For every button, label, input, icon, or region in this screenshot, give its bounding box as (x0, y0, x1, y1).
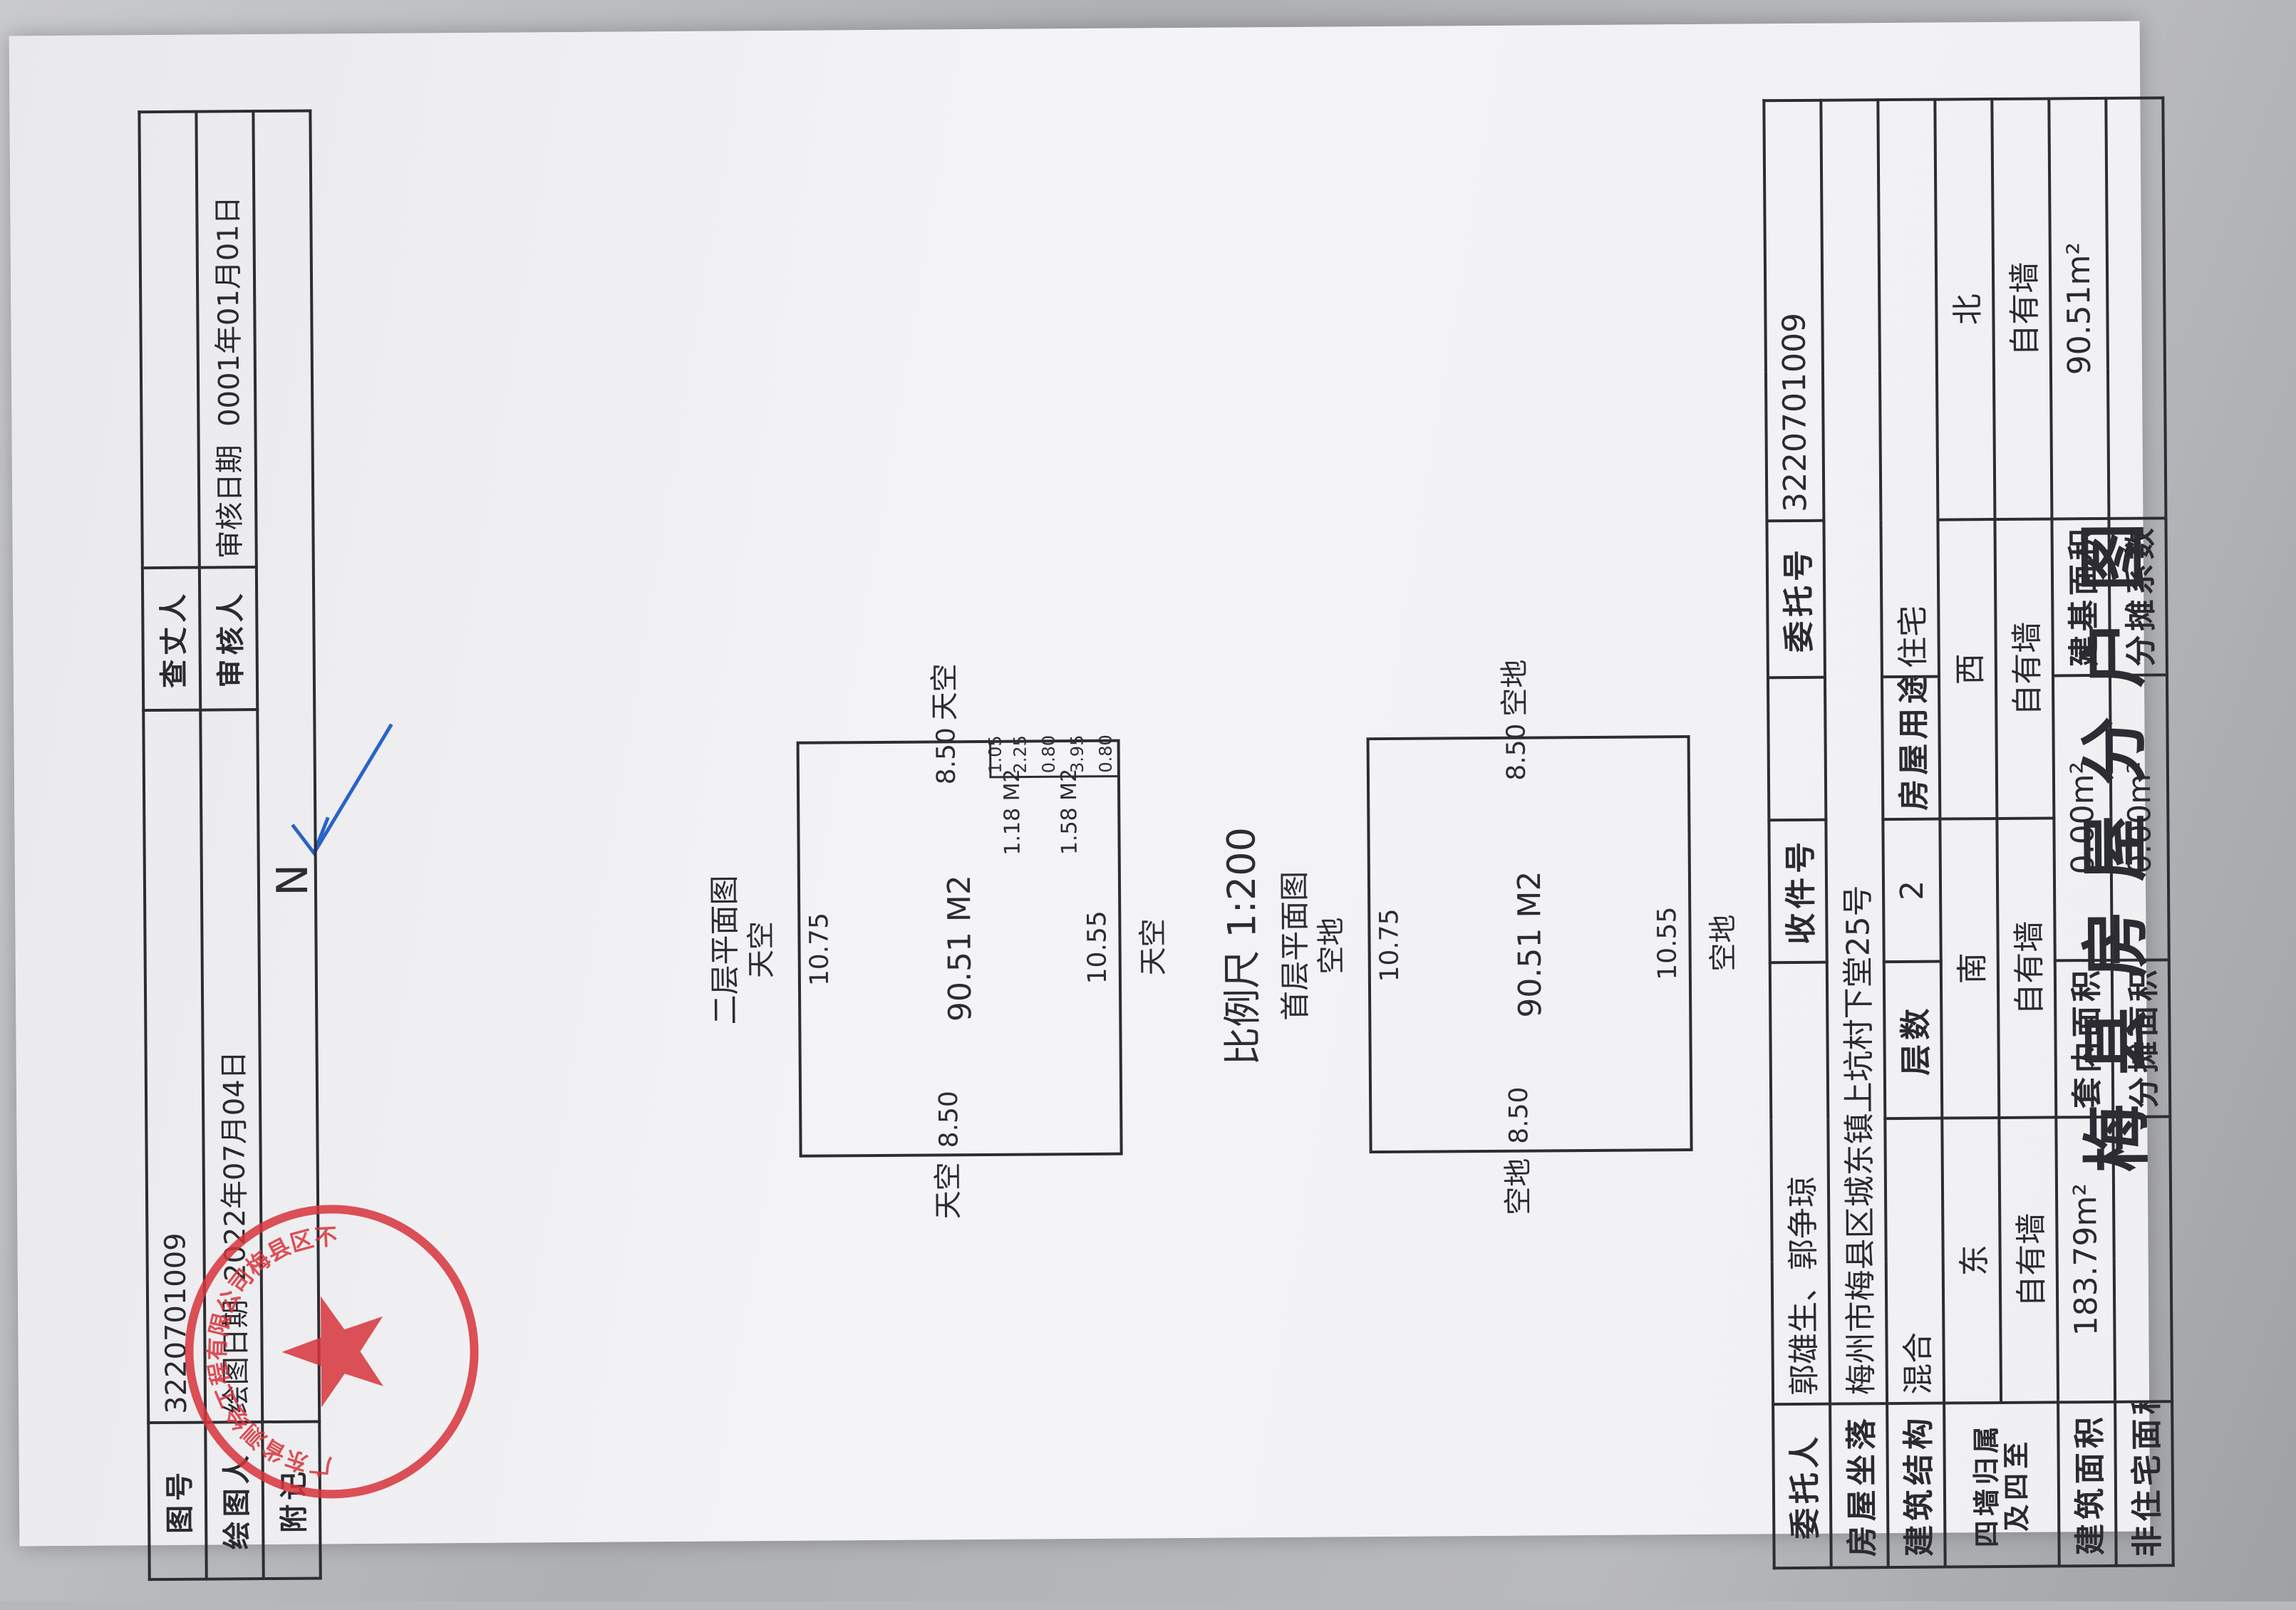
plan2-balcony2-area: 1.18 M2 (1000, 769, 1025, 856)
plan2-title: 二层平面图 (707, 875, 743, 1024)
surveyor-label: 查丈人 (142, 567, 201, 711)
surveyor-value (139, 111, 200, 568)
plan2-small-dim-5: 1.05 (986, 735, 1005, 774)
floor-plan-sheet: 梅县房屋分户图 委托人 郭雄生、郭争琼 收件号 委托号 3220701009 房… (73, 71, 2173, 1610)
document-paper: 梅县房屋分户图 委托人 郭雄生、郭争琼 收件号 委托号 3220701009 房… (9, 21, 2173, 1580)
plan1-title: 首层平面图 (1277, 871, 1313, 1021)
plan1-scale: 比例尺 1:200 (1219, 827, 1265, 1066)
north-arrow-line (312, 723, 393, 854)
plan2-label-left: 天空 (932, 1162, 966, 1219)
plan2-small-dim-2: 3.95 (1067, 734, 1087, 773)
plan1-dim-top: 10.55 (1653, 907, 1682, 980)
plan1-area: 90.51 M2 (1511, 871, 1548, 1017)
north-arrow-head (291, 816, 330, 857)
plan2-label-right: 天空 (929, 663, 962, 720)
plan1-label-top: 空地 (1707, 915, 1740, 972)
plan2-dim-right: 8.50 (931, 727, 961, 784)
plan2-small-dim-1: 0.80 (1096, 734, 1116, 773)
svg-text:广东省测绘工程有限公司梅县区不动产测绘专用章: 广东省测绘工程有限公司梅县区不动产测绘专用章 (174, 1223, 340, 1510)
plan2-dim-left: 8.50 (934, 1091, 964, 1148)
north-label: N (268, 864, 318, 896)
plan2-area: 90.51 M2 (941, 875, 978, 1022)
review-date-label: 审核日期 (213, 445, 247, 559)
plan2-label-bottom: 天空 (745, 921, 778, 978)
plan1-label-left: 空地 (1502, 1158, 1536, 1215)
floor-plans-drawing: 90.51 M2 10.55 10.75 8.50 8.50 空地 空地 空地 … (707, 660, 1740, 1220)
plan2-small-dim-3: 0.80 (1039, 735, 1059, 774)
plan1-outline (1366, 735, 1693, 1154)
plan1-label-right: 空地 (1499, 660, 1532, 717)
plan2-small-dim-4: 2.25 (1010, 735, 1030, 774)
plan2-label-top: 天空 (1137, 918, 1170, 975)
plan2-dim-bottom: 10.75 (805, 913, 834, 986)
plan2-balcony (989, 739, 1120, 779)
plan2-outline (796, 739, 1123, 1158)
plan1-dim-left: 8.50 (1504, 1086, 1534, 1143)
review-date-value: 0001年01月01日 (212, 196, 247, 427)
plan1-label-bottom: 空地 (1315, 917, 1348, 974)
plan2-dim-top: 10.55 (1082, 910, 1112, 984)
north-arrow: N (268, 723, 393, 896)
official-seal: 广东省测绘工程有限公司梅县区不动产测绘专用章 (174, 1205, 479, 1510)
reviewer-label: 审核人 (199, 567, 258, 710)
seal-text: 广东省测绘工程有限公司梅县区不动产测绘专用章 (174, 1223, 340, 1510)
plan1-dim-bottom: 10.75 (1375, 908, 1405, 982)
plan1-dim-right: 8.50 (1501, 723, 1531, 780)
review-date-cell: 审核日期 0001年01月01日 (196, 111, 257, 568)
plan2-balcony1-area: 1.58 M2 (1057, 769, 1082, 856)
